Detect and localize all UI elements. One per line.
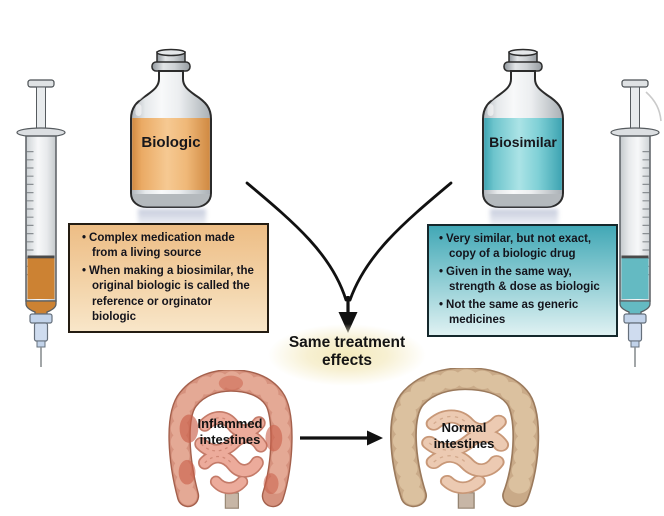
label-line2: intestines (199, 431, 261, 447)
biosimilar-vial-label: Biosimilar (489, 134, 557, 150)
bullet-text: When making a biosimilar, the original b… (89, 264, 254, 324)
biologic-vial-art (130, 48, 212, 208)
list-item: •Not the same as generic medicines (439, 298, 610, 329)
normal-intestine-illustration: Normal intestines (380, 367, 548, 512)
biosimilar-vial-art (482, 48, 564, 208)
bullet-text: Not the same as generic medicines (446, 298, 579, 327)
inflamed-intestine-illustration: Inflammed intestines (160, 369, 300, 512)
inflamed-intestines-label: Inflammed intestines (160, 416, 300, 447)
caption-line2: effects (322, 352, 372, 369)
label-line2: intestines (433, 435, 495, 451)
biosimilar-vial: Biosimilar (478, 48, 568, 208)
biologic-info-box: •Complex medication made from a living s… (68, 223, 269, 333)
biologic-vial-label: Biologic (141, 134, 201, 151)
label-line1: Normal (441, 420, 487, 435)
list-item: •Complex medication made from a living s… (82, 231, 259, 262)
bullet-text: Given in the same way, strength & dose a… (446, 265, 600, 294)
biosimilar-syringe-illustration (610, 79, 660, 367)
biosimilar-bullet-list: •Very similar, but not exact, copy of a … (439, 232, 610, 328)
list-item: •When making a biosimilar, the original … (82, 264, 259, 326)
bullet-glyph: • (439, 233, 444, 245)
list-item: •Given in the same way, strength & dose … (439, 265, 610, 296)
bullet-glyph: • (82, 264, 87, 277)
bullet-text: Complex medication made from a living so… (89, 232, 235, 260)
label-line1: Inflammed (197, 416, 263, 431)
bullet-text: Very similar, but not exact, copy of a b… (446, 233, 592, 261)
biologic-vial: Biologic (126, 48, 216, 208)
caption-line1: Same treatment (288, 334, 406, 351)
bullet-glyph: • (82, 232, 87, 244)
bullet-glyph: • (439, 265, 444, 278)
biosimilar-info-box: •Very similar, but not exact, copy of a … (427, 224, 618, 337)
normal-intestine-art (390, 367, 540, 509)
biologic-syringe-illustration (16, 79, 66, 367)
caption-glow (268, 324, 426, 386)
normal-intestines-label: Normal intestines (380, 420, 548, 451)
bullet-glyph: • (439, 298, 444, 311)
inflamed-intestine-art (168, 369, 293, 509)
biologic-bullet-list: •Complex medication made from a living s… (82, 231, 259, 325)
list-item: •Very similar, but not exact, copy of a … (439, 232, 610, 263)
same-treatment-caption: Same treatment effects (268, 334, 426, 370)
